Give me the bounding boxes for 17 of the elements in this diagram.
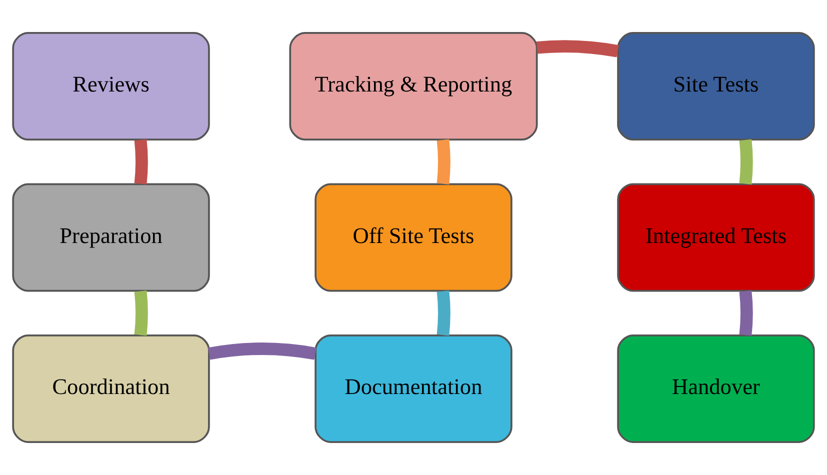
- connector: [536, 40, 619, 58]
- connector: [739, 290, 753, 336]
- node-box: Coordination: [12, 334, 210, 443]
- node-box: Documentation: [314, 334, 512, 443]
- connector: [134, 139, 148, 184]
- connector: [208, 342, 316, 360]
- connector: [436, 139, 450, 184]
- node-box: Handover: [617, 334, 815, 443]
- node-box: Reviews: [12, 32, 210, 140]
- connector: [436, 290, 450, 336]
- connector: [739, 139, 753, 184]
- node-box: Site Tests: [617, 32, 815, 140]
- node-box: Integrated Tests: [617, 183, 815, 292]
- connector: [134, 290, 148, 336]
- node-box: Tracking & Reporting: [289, 32, 538, 140]
- node-box: Off Site Tests: [314, 183, 512, 292]
- node-box: Preparation: [12, 183, 210, 292]
